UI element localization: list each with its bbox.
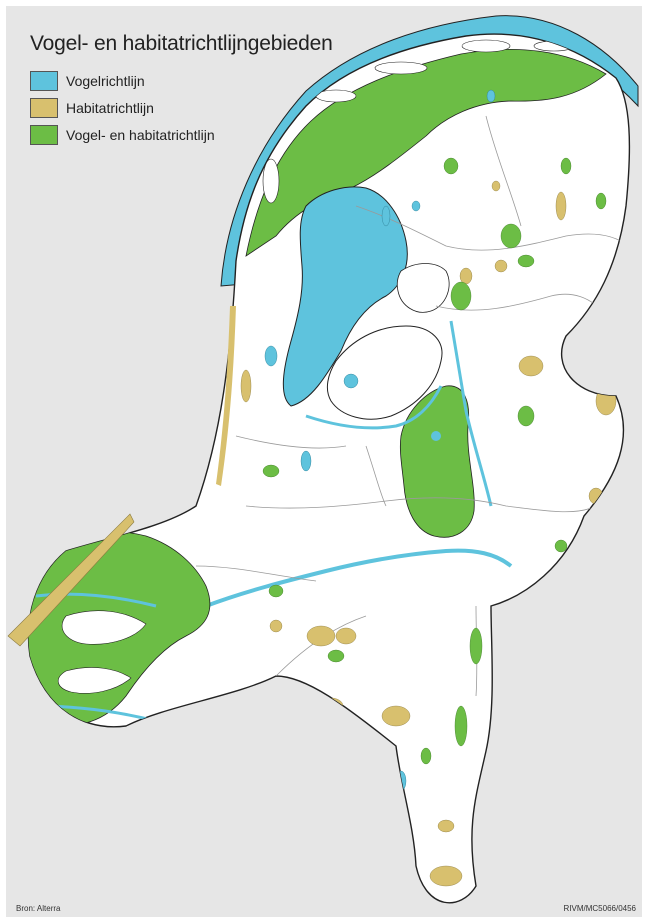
legend-item-vogelrichtlijn: Vogelrichtlijn — [30, 69, 215, 93]
delta-white-islands — [61, 610, 147, 645]
legend-swatch-green — [30, 125, 58, 145]
source-credit: Bron: Alterra — [16, 904, 61, 913]
coastal-habitat-strip — [7, 513, 135, 647]
terschelling-island — [374, 61, 428, 75]
ijsselmeer — [282, 186, 408, 407]
holland-coast-habitat — [216, 306, 236, 486]
province-borders — [195, 115, 629, 697]
delta-white-islands-2 — [58, 667, 132, 694]
texel-island — [262, 158, 280, 204]
map-frame: Vogel- en habitatrichtlijngebieden Vogel… — [6, 6, 642, 917]
legend-label: Habitatrichtlijn — [66, 100, 154, 116]
map-title: Vogel- en habitatrichtlijngebieden — [30, 32, 333, 55]
rivers-area — [205, 548, 513, 608]
legend-item-habitatrichtlijn: Habitatrichtlijn — [30, 96, 215, 120]
legend-label: Vogel- en habitatrichtlijn — [66, 127, 215, 143]
legend-swatch-blue — [30, 71, 58, 91]
map-code: RIVM/MC5066/0456 — [563, 904, 636, 913]
flevoland-polder — [326, 325, 443, 420]
randmeren — [305, 385, 443, 430]
legend-item-combined: Vogel- en habitatrichtlijn — [30, 123, 215, 147]
veluwe-green — [399, 385, 475, 538]
noordoostpolder — [396, 263, 450, 313]
ijssel-river — [449, 320, 493, 507]
habitat-patches — [240, 180, 617, 887]
map-legend: Vogelrichtlijn Habitatrichtlijn Vogel- e… — [30, 69, 215, 150]
netherlands-map — [7, 15, 639, 904]
legend-label: Vogelrichtlijn — [66, 73, 145, 89]
veluwe-water — [431, 431, 441, 441]
legend-swatch-yellow — [30, 98, 58, 118]
north-holland-green — [245, 48, 607, 257]
ameland-island — [461, 39, 511, 53]
